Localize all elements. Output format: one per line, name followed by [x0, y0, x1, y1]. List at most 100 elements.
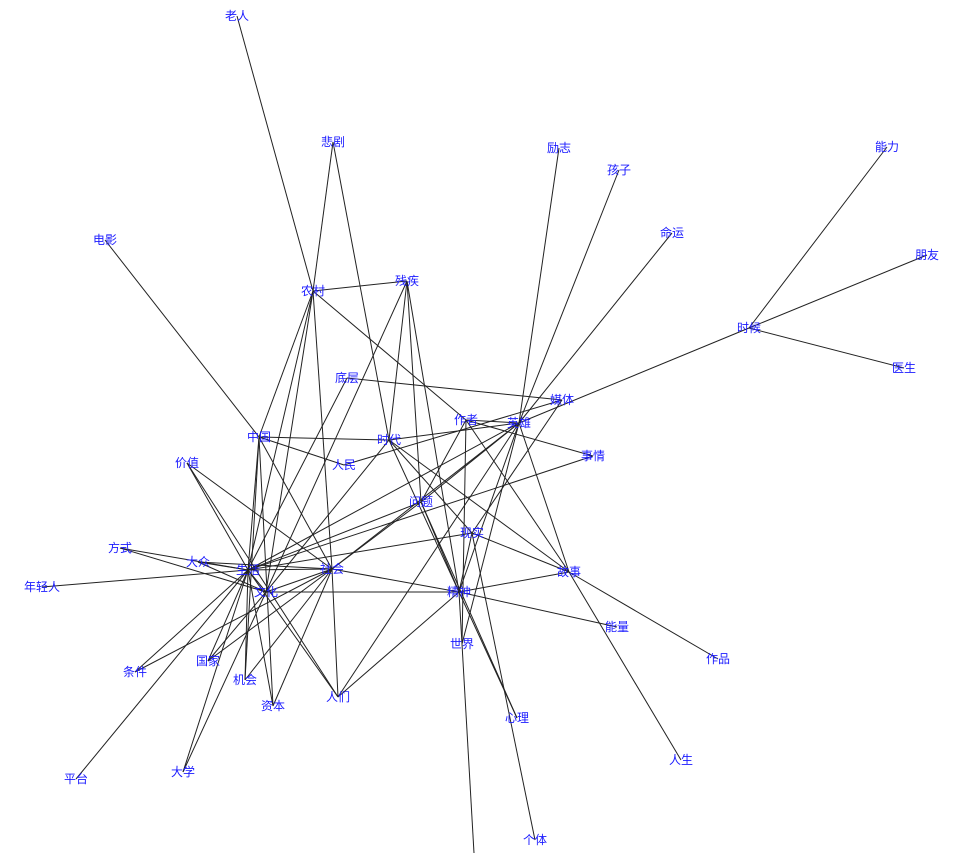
edge — [518, 327, 750, 424]
node-label: 精神 — [447, 585, 471, 599]
edge — [471, 532, 570, 573]
edge — [272, 568, 333, 707]
graph-node: 国家 — [196, 653, 220, 668]
graph-node: 心理 — [505, 711, 529, 725]
node-label: 生活 — [236, 563, 260, 577]
node-label: 事情 — [581, 449, 605, 463]
graph-node: 精神 — [447, 585, 471, 599]
edge — [331, 501, 422, 570]
edge — [343, 399, 563, 466]
graph-node: 能力 — [875, 140, 899, 154]
edge — [247, 290, 314, 571]
edge — [458, 571, 570, 593]
node-label: 国家 — [196, 653, 220, 668]
edge — [312, 141, 334, 292]
graph-node: 文化 — [254, 584, 278, 599]
graph-node: 时代 — [377, 433, 401, 447]
graph-node: 大众 — [186, 555, 210, 569]
edge — [568, 571, 682, 761]
node-label: 作品 — [706, 652, 730, 666]
edge — [332, 141, 390, 441]
graph-node: 朋友 — [915, 248, 939, 262]
edge — [568, 571, 719, 660]
graph-node: 励志 — [547, 141, 571, 155]
node-label: 年轻人 — [24, 580, 60, 594]
graph-node: 老人 — [225, 9, 249, 23]
edge — [312, 280, 408, 292]
graph-node: 人民 — [332, 458, 356, 472]
edge — [186, 462, 333, 570]
graph-node: 问题 — [409, 495, 433, 509]
edge — [388, 439, 460, 593]
node-label: 老人 — [225, 9, 249, 23]
edge — [388, 439, 473, 534]
edge — [247, 569, 339, 698]
edge — [461, 419, 467, 645]
edge — [331, 568, 460, 593]
edge — [244, 436, 260, 681]
edge — [471, 532, 536, 841]
graph-node: 故事 — [557, 564, 581, 579]
graph-node: 命运 — [660, 225, 684, 240]
graph-node: 资本 — [261, 699, 285, 713]
node-label: 媒体 — [550, 393, 574, 407]
node-label: 朋友 — [915, 248, 939, 262]
node-label: 人生 — [669, 753, 693, 767]
graph-node: 现实 — [460, 525, 484, 540]
graph-node: 残疾 — [395, 273, 419, 288]
node-label: 方式 — [108, 540, 132, 555]
node-label: 心理 — [505, 711, 529, 725]
graph-node: 社会 — [320, 561, 344, 576]
edge-group — [41, 15, 928, 853]
edge — [406, 280, 422, 503]
edge — [312, 290, 333, 570]
edge — [186, 462, 339, 698]
edge — [247, 532, 473, 571]
edge — [471, 399, 563, 534]
edge — [197, 561, 249, 571]
edge — [247, 377, 348, 571]
edge — [388, 422, 520, 441]
node-label: 时代 — [377, 433, 401, 447]
node-label: 悲剧 — [321, 134, 345, 149]
edge — [420, 422, 520, 503]
edge — [458, 591, 518, 719]
node-label: 个体 — [523, 833, 547, 847]
graph-node: 时候 — [737, 321, 761, 335]
node-label: 人们 — [326, 689, 350, 704]
edge — [465, 419, 594, 457]
graph-node: 世界 — [450, 637, 474, 651]
edge — [748, 254, 928, 329]
node-label: 平台 — [64, 771, 88, 786]
graph-node: 人生 — [669, 753, 693, 767]
edge — [134, 569, 249, 673]
edge — [247, 568, 333, 571]
node-label: 孩子 — [607, 163, 631, 177]
graph-node: 作品 — [706, 652, 730, 666]
node-label: 大学 — [171, 764, 195, 779]
node-label: 时候 — [737, 321, 761, 335]
node-label: 残疾 — [395, 273, 419, 288]
graph-node: 英雄 — [507, 415, 531, 430]
edge — [258, 436, 390, 441]
graph-node: 悲剧 — [321, 134, 345, 149]
node-label: 条件 — [123, 665, 147, 679]
edge — [458, 422, 520, 593]
graph-node: 机会 — [233, 673, 257, 687]
edge — [197, 561, 333, 570]
edge — [388, 439, 570, 573]
node-group: 老人悲剧励志孩子能力电影命运朋友农村残疾时候医生底层媒体作者英雄中国时代事情价值… — [24, 9, 939, 847]
graph-node: 条件 — [123, 665, 147, 679]
graph-node: 平台 — [64, 771, 88, 786]
edge — [104, 239, 260, 438]
node-label: 文化 — [254, 584, 278, 599]
edge — [182, 591, 267, 773]
graph-node: 方式 — [108, 540, 132, 555]
edge — [337, 591, 460, 698]
node-label: 机会 — [233, 673, 257, 687]
node-label: 大众 — [186, 555, 210, 569]
edge — [236, 15, 314, 292]
edge — [331, 422, 520, 570]
edge — [748, 146, 888, 329]
edge — [247, 501, 422, 571]
